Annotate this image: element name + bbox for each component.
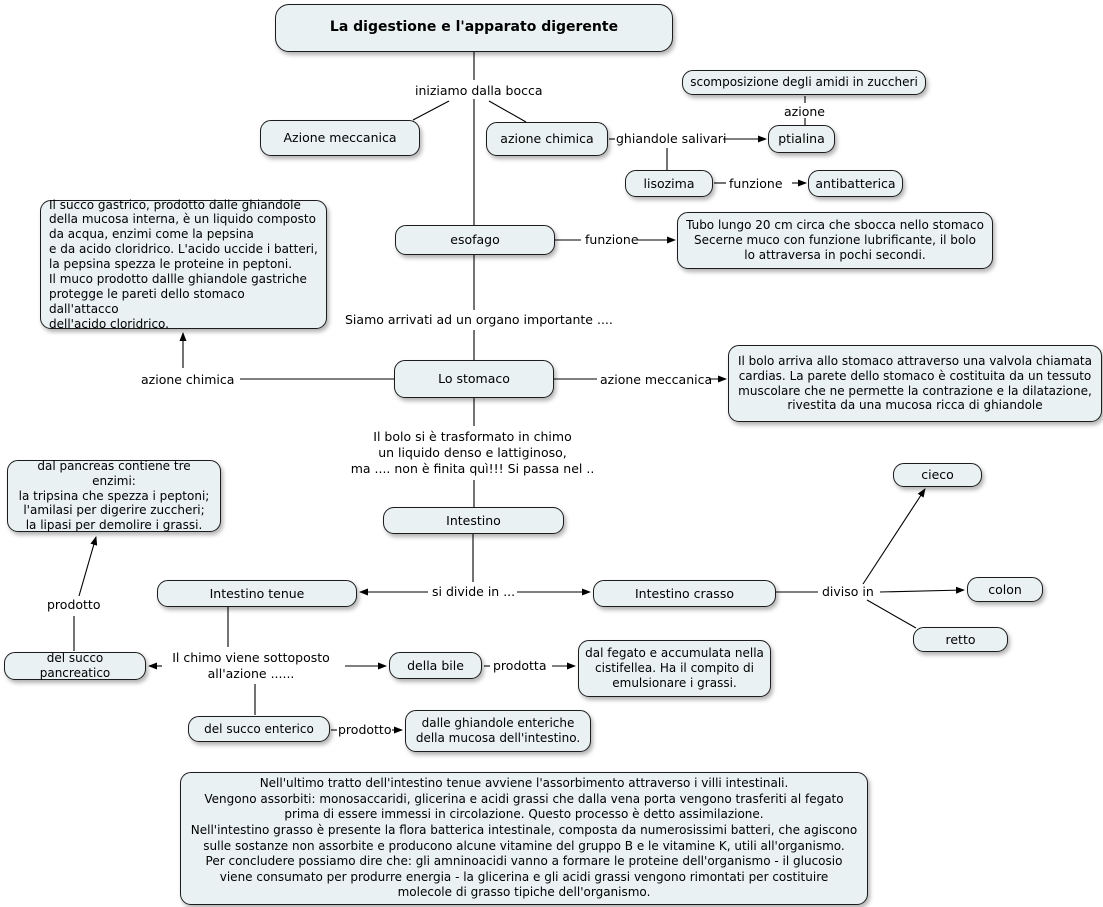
node-succo-gastrico-desc[interactable]: Il succo gastrico, prodotto dalle ghiand… <box>40 198 327 331</box>
link-label-si-divide-in[interactable]: si divide in ... <box>432 584 516 599</box>
link-label-siamo-arrivati[interactable]: Siamo arrivati ad un organo importante .… <box>345 312 613 327</box>
node-intestino[interactable]: Intestino <box>383 507 564 534</box>
node-lo-stomaco[interactable]: Lo stomaco <box>394 360 554 398</box>
link-label-prodotta[interactable]: prodotta <box>493 658 547 673</box>
node-retto[interactable]: retto <box>913 627 1008 652</box>
node-enterico-desc[interactable]: dalle ghiandole enteriche della mucosa d… <box>405 710 591 752</box>
node-lisozima[interactable]: lisozima <box>625 170 713 197</box>
node-della-bile[interactable]: della bile <box>389 652 482 679</box>
node-antibatterica[interactable]: antibatterica <box>808 170 903 197</box>
node-succo-pancreatico[interactable]: del succo pancreatico <box>4 651 146 680</box>
link-label-prodotto-pancreatico[interactable]: prodotto <box>47 597 101 612</box>
node-cieco[interactable]: cieco <box>893 463 982 487</box>
node-ptialina[interactable]: ptialina <box>768 125 835 153</box>
link-label-bolo-chimo[interactable]: Il bolo si è trasformato in chimo un liq… <box>350 429 595 476</box>
link-label-funzione-lisozima[interactable]: funzione <box>729 176 783 191</box>
node-colon[interactable]: colon <box>967 577 1043 602</box>
link-label-diviso-in[interactable]: diviso in <box>822 584 874 599</box>
node-bile-desc[interactable]: dal fegato e accumulata nella cistifelle… <box>578 640 771 697</box>
link-label-funzione-esofago[interactable]: funzione <box>585 232 639 247</box>
node-intestino-crasso[interactable]: Intestino crasso <box>593 580 776 607</box>
node-scomposizione-amidi[interactable]: scomposizione degli amidi in zuccheri <box>682 70 926 95</box>
node-assorbimento-desc[interactable]: Nell'ultimo tratto dell'intestino tenue … <box>180 772 868 905</box>
link-label-ghiandole-salivari[interactable]: ghiandole salivari <box>616 131 727 146</box>
node-azione-chimica[interactable]: azione chimica <box>486 122 608 156</box>
node-azione-meccanica[interactable]: Azione meccanica <box>260 120 420 156</box>
node-stomaco-desc[interactable]: Il bolo arriva allo stomaco attraverso u… <box>728 345 1102 422</box>
link-label-chimo-sottoposto[interactable]: Il chimo viene sottoposto all'azione ...… <box>172 650 330 681</box>
node-title[interactable]: La digestione e l'apparato digerente <box>275 4 673 52</box>
node-succo-enterico[interactable]: del succo enterico <box>188 716 330 742</box>
node-pancreas-desc[interactable]: dal pancreas contiene tre enzimi: la tri… <box>7 459 221 532</box>
node-intestino-tenue[interactable]: Intestino tenue <box>157 580 357 607</box>
link-label-iniziamo-dalla-bocca[interactable]: iniziamo dalla bocca <box>415 83 543 98</box>
node-esofago-desc[interactable]: Tubo lungo 20 cm circa che sbocca nello … <box>677 212 993 269</box>
link-label-azione-chimica-stomaco[interactable]: azione chimica <box>141 372 235 387</box>
node-esofago[interactable]: esofago <box>395 225 555 255</box>
link-label-azione-meccanica-stomaco[interactable]: azione meccanica <box>600 372 713 387</box>
link-label-azione[interactable]: azione <box>784 104 825 119</box>
link-label-prodotto-enterico[interactable]: prodotto <box>338 722 392 737</box>
